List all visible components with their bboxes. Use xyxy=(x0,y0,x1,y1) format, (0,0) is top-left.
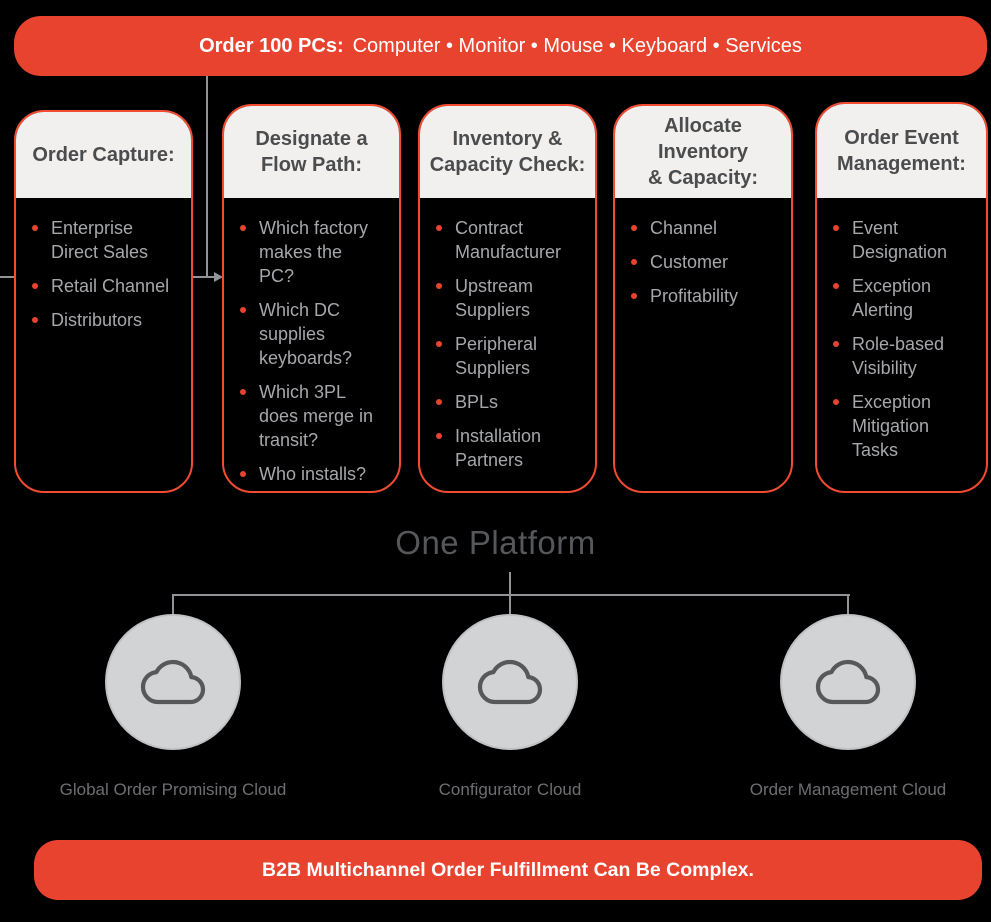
order-banner-items: Computer • Monitor • Mouse • Keyboard • … xyxy=(352,34,802,57)
bullet-text: Distributors xyxy=(51,310,143,330)
complexity-banner: B2B Multichannel Order Fulfillment Can B… xyxy=(34,840,982,900)
bullet-text: Event Designation xyxy=(852,218,948,262)
bullet-item: Customer xyxy=(629,250,773,274)
cloud-circle-configurator xyxy=(442,614,578,750)
bullet-dot-icon xyxy=(436,282,442,289)
incoming-flow-line xyxy=(0,276,14,278)
bullet-item: Installation Partners xyxy=(434,424,577,472)
branch-drop-center xyxy=(509,594,511,616)
cloud-label-configurator: Configurator Cloud xyxy=(438,780,582,799)
bullet-dot-icon xyxy=(631,258,637,265)
bullet-dot-icon xyxy=(833,224,839,231)
bullet-text: Installation Partners xyxy=(455,426,542,470)
bullet-item: Profitability xyxy=(629,284,773,308)
bullet-item: Who installs? xyxy=(238,462,381,486)
bullet-text: Exception Mitigation Tasks xyxy=(852,392,932,460)
bullet-text: Channel xyxy=(650,218,718,238)
platform-stem-line xyxy=(509,572,511,595)
card-order-event-management: Order Event Management: Event Designatio… xyxy=(815,102,988,493)
complexity-banner-text: B2B Multichannel Order Fulfillment Can B… xyxy=(262,858,754,881)
card-title: Inventory & Capacity Check: xyxy=(420,106,595,198)
bullet-text: BPLs xyxy=(455,392,499,412)
cloud-circle-promising xyxy=(105,614,241,750)
bullet-text: Contract Manufacturer xyxy=(455,218,562,262)
bullet-dot-icon xyxy=(32,224,38,231)
platform-heading: One Platform xyxy=(395,524,596,561)
cloud-label-promising: Global Order Promising Cloud xyxy=(59,780,287,799)
bullet-dot-icon xyxy=(32,282,38,289)
bullet-dot-icon xyxy=(631,292,637,299)
bullet-item: Which factory makes the PC? xyxy=(238,216,381,288)
cloud-circle-order-management xyxy=(780,614,916,750)
bullet-item: Upstream Suppliers xyxy=(434,274,577,322)
bullet-item: Channel xyxy=(629,216,773,240)
card-title: Designate a Flow Path: xyxy=(224,106,399,198)
bullet-text: Role-based Visibility xyxy=(852,334,945,378)
banner-drop-line xyxy=(206,76,208,278)
card-inventory-capacity-check: Inventory & Capacity Check: Contract Man… xyxy=(418,104,597,493)
bullet-dot-icon xyxy=(436,432,442,439)
bullet-dot-icon xyxy=(436,340,442,347)
branch-drop-right xyxy=(847,594,849,616)
bullet-text: Who installs? xyxy=(259,464,367,484)
bullet-text: Exception Alerting xyxy=(852,276,932,320)
bullet-item: Retail Channel xyxy=(30,274,173,298)
order-banner-title: Order 100 PCs: xyxy=(199,34,344,57)
card-title: Order Capture: xyxy=(16,112,191,198)
bullet-item: Peripheral Suppliers xyxy=(434,332,577,380)
bullet-text: Retail Channel xyxy=(51,276,170,296)
bullet-dot-icon xyxy=(436,398,442,405)
cloud-icon xyxy=(815,659,881,705)
branch-drop-left xyxy=(172,594,174,616)
bullet-item: Enterprise Direct Sales xyxy=(30,216,173,264)
bullet-dot-icon xyxy=(32,316,38,323)
card-body: Which factory makes the PC? Which DC supp… xyxy=(224,198,399,486)
bullet-dot-icon xyxy=(833,398,839,405)
bullet-item: Which DC supplies keyboards? xyxy=(238,298,381,370)
bullet-text: Upstream Suppliers xyxy=(455,276,534,320)
bullet-dot-icon xyxy=(240,470,246,477)
bullet-item: Which 3PL does merge in transit? xyxy=(238,380,381,452)
bullet-dot-icon xyxy=(240,224,246,231)
order-banner: Order 100 PCs: Computer • Monitor • Mous… xyxy=(14,16,987,76)
bullet-dot-icon xyxy=(833,282,839,289)
bullet-item: Contract Manufacturer xyxy=(434,216,577,264)
bullet-dot-icon xyxy=(436,224,442,231)
bullet-dot-icon xyxy=(631,224,637,231)
bullet-text: Which factory makes the PC? xyxy=(259,218,369,286)
bullet-dot-icon xyxy=(240,388,246,395)
card-title: Allocate Inventory & Capacity: xyxy=(615,106,791,198)
bullet-text: Which 3PL does merge in transit? xyxy=(259,382,374,450)
bullet-text: Enterprise Direct Sales xyxy=(51,218,149,262)
card-designate-flow-path: Designate a Flow Path: Which factory mak… xyxy=(222,104,401,493)
bullet-text: Profitability xyxy=(650,286,739,306)
bullet-dot-icon xyxy=(240,306,246,313)
cloud-icon xyxy=(477,659,543,705)
bullet-text: Peripheral Suppliers xyxy=(455,334,538,378)
bullet-text: Which DC supplies keyboards? xyxy=(259,300,353,368)
bullet-dot-icon xyxy=(833,340,839,347)
bullet-item: Distributors xyxy=(30,308,173,332)
bullet-item: Exception Mitigation Tasks xyxy=(831,390,968,462)
platform-branch-line xyxy=(172,594,850,596)
bullet-text: Customer xyxy=(650,252,729,272)
card1-to-card2-line xyxy=(193,276,216,278)
cloud-label-order-management: Order Management Cloud xyxy=(749,780,947,799)
bullet-item: Role-based Visibility xyxy=(831,332,968,380)
bullet-item: Event Designation xyxy=(831,216,968,264)
bullet-item: Exception Alerting xyxy=(831,274,968,322)
bullet-item: BPLs xyxy=(434,390,577,414)
cloud-icon xyxy=(140,659,206,705)
card-title: Order Event Management: xyxy=(817,104,986,198)
arrow-right-icon xyxy=(214,271,223,282)
